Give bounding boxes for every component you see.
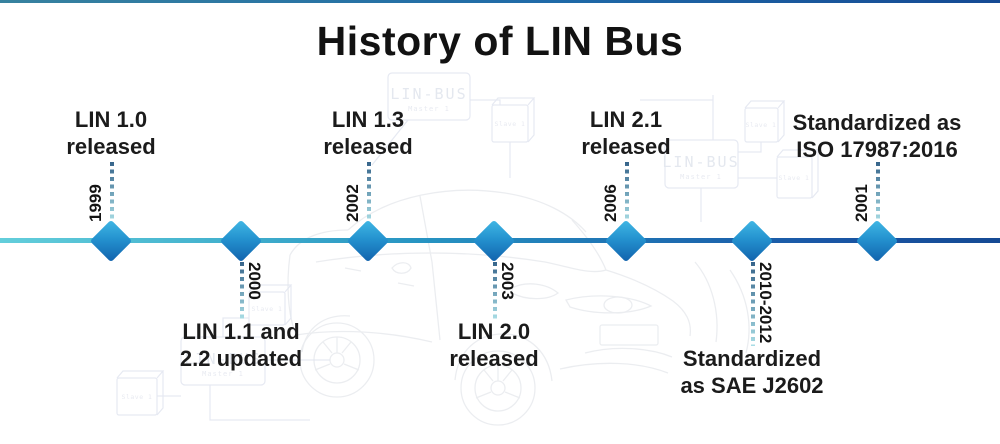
page-title: History of LIN Bus: [316, 18, 684, 64]
event-label: LIN 2.0 released: [374, 318, 614, 372]
event-year: 2001: [852, 184, 871, 222]
event-year: 2006: [601, 184, 620, 222]
event-year: 1999: [86, 184, 105, 222]
dotted-connector: [367, 162, 371, 222]
timeline-event-2006: LIN 2.1 released 2006: [506, 0, 746, 444]
event-label: LIN 1.3 released: [248, 106, 488, 160]
timeline-event-2002: LIN 1.3 released 2002: [248, 0, 488, 444]
timeline-event-2001: Standardized as ISO 17987:2016 2001: [757, 0, 997, 444]
dotted-connector: [751, 262, 755, 346]
event-label-line2: as SAE J2602: [680, 373, 824, 398]
event-label-line1: Standardized as: [792, 110, 962, 135]
event-label: Standardized as SAE J2602: [632, 345, 872, 399]
dotted-connector: [876, 162, 880, 222]
event-label: Standardized as ISO 17987:2016: [757, 109, 997, 163]
event-year: 2002: [343, 184, 362, 222]
dotted-connector: [493, 262, 497, 319]
event-label: LIN 1.0 released: [0, 106, 231, 160]
event-label-line2: 2.2 updated: [179, 346, 303, 371]
event-label: LIN 1.1 and 2.2 updated: [121, 318, 361, 372]
event-label-line1: LIN 1.1 and: [182, 319, 300, 344]
dotted-connector: [240, 262, 244, 319]
dotted-connector: [110, 162, 114, 222]
event-label-line2: ISO 17987:2016: [796, 137, 958, 162]
event-label-line2: released: [449, 346, 539, 371]
event-label-line1: LIN 2.1: [589, 107, 663, 132]
timeline-event-2000: LIN 1.1 and 2.2 updated 2000: [121, 0, 361, 444]
event-label-line1: Standardized: [682, 346, 822, 371]
top-gradient-rule: [0, 0, 1000, 3]
event-label-line1: LIN 1.0: [74, 107, 148, 132]
timeline-event-1999: LIN 1.0 released 1999: [0, 0, 231, 444]
timeline-diamond-marker: [855, 219, 899, 263]
event-label-line1: LIN 1.3: [331, 107, 405, 132]
dotted-connector: [625, 162, 629, 222]
event-label-line2: released: [581, 134, 671, 159]
event-label-line2: released: [66, 134, 156, 159]
timeline-event-2010-2012: Standardized as SAE J2602 2010-2012: [632, 0, 872, 444]
timeline-event-2003: LIN 2.0 released 2003: [374, 0, 614, 444]
event-label-line1: LIN 2.0: [457, 319, 531, 344]
event-label: LIN 2.1 released: [506, 106, 746, 160]
event-label-line2: released: [323, 134, 413, 159]
